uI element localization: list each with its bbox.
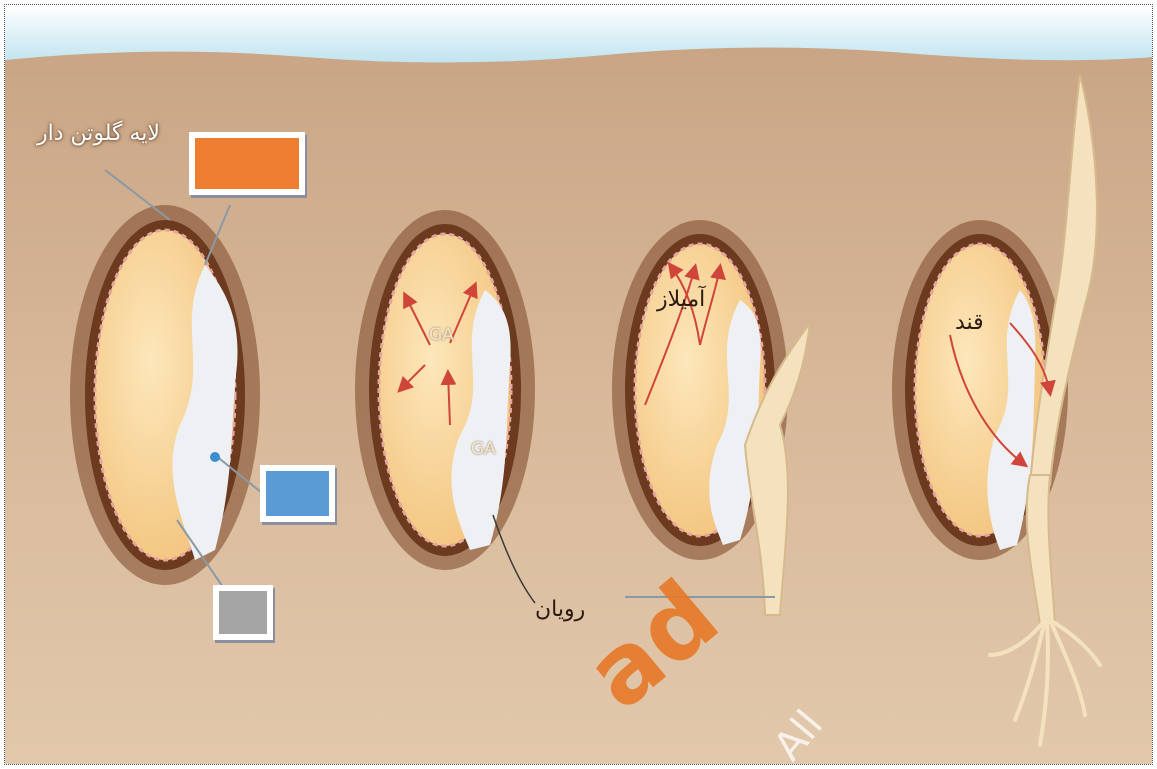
embryo-label: رویان [535, 599, 585, 621]
answer-box-orange[interactable] [189, 132, 305, 195]
ga-label-2: GA [471, 441, 496, 458]
sugar-label: قند [955, 312, 984, 334]
aleurone-layer-label: لایه گلوتن دار [37, 123, 160, 145]
answer-box-blue[interactable] [260, 465, 335, 522]
amylase-label: آمیلاز [657, 289, 705, 311]
answer-box-gray[interactable] [213, 585, 273, 640]
ga-label-1: GA [429, 327, 454, 344]
diagram-frame: لایه گلوتن دار GA GA آمیلاز قند رویان ad… [4, 4, 1153, 765]
